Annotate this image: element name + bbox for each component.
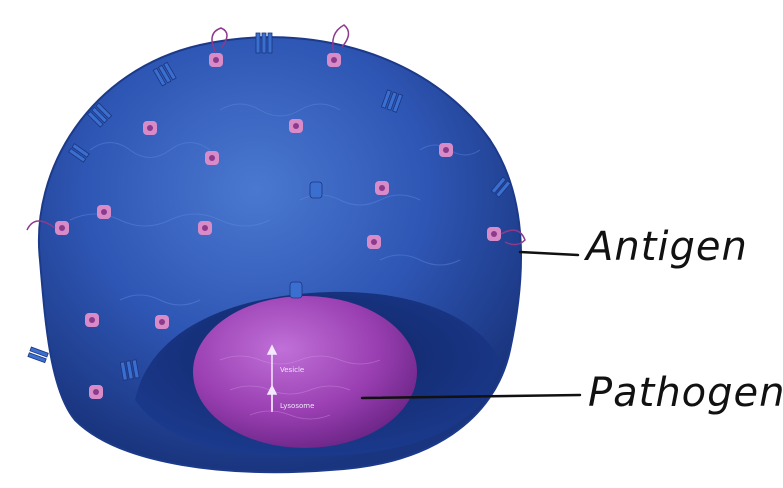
receptor-cluster xyxy=(256,33,272,53)
antigen-label: Antigen xyxy=(586,224,748,270)
antigen-molecule xyxy=(85,313,99,327)
pathogen-sphere xyxy=(193,296,417,448)
antigen-molecule xyxy=(205,151,219,165)
pathogen-tiny-label-upper: Vesicle xyxy=(280,366,304,374)
receptor-cluster xyxy=(120,360,139,381)
antigen-molecule xyxy=(89,385,103,399)
antigen-molecule xyxy=(367,235,381,249)
receptor-cluster xyxy=(310,182,322,198)
leader-line-antigen xyxy=(520,252,578,255)
receptor-cluster xyxy=(290,282,302,298)
antigen-molecule xyxy=(198,221,212,235)
antigen-molecule xyxy=(439,143,453,157)
pathogen-tiny-label-lower: Lysosome xyxy=(280,402,314,410)
pathogen-label: Pathogen xyxy=(588,370,783,416)
antigen-molecule xyxy=(97,205,111,219)
antigen-molecule xyxy=(289,119,303,133)
antigen-molecule xyxy=(143,121,157,135)
antigen-molecule xyxy=(155,315,169,329)
receptor-cluster xyxy=(28,347,48,363)
antigen-molecule xyxy=(375,181,389,195)
